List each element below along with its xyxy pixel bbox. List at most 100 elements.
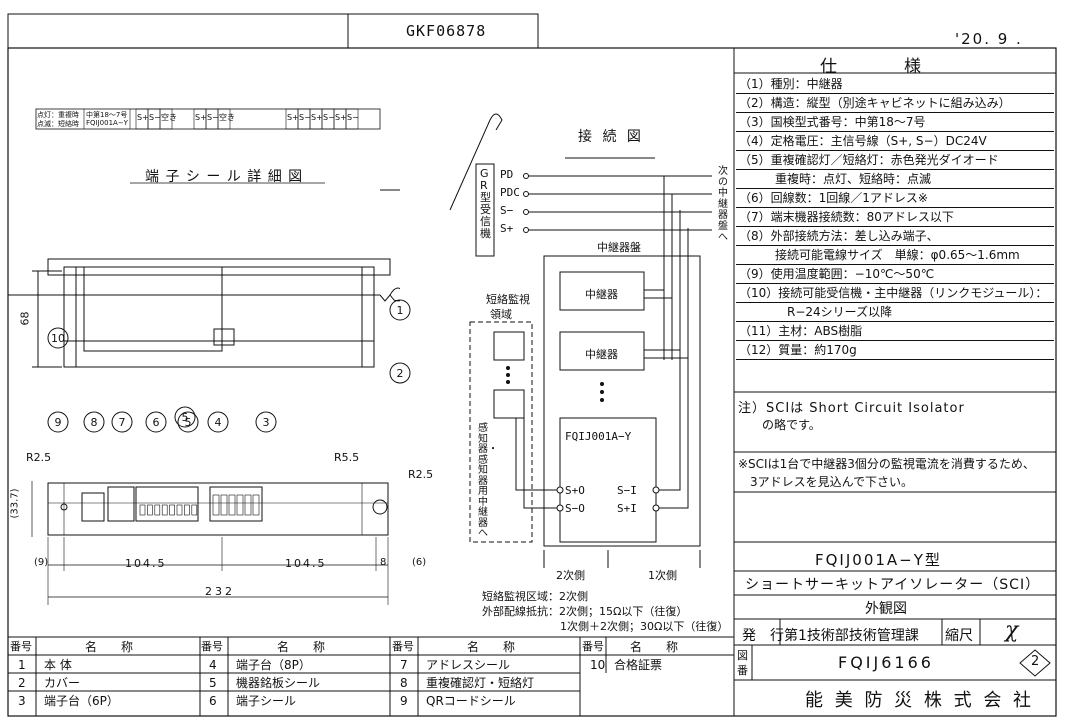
spec-item: （2）構造：縦型（別途キャビネットに組み込み） <box>736 94 1054 113</box>
part-name: 端子台（8P） <box>236 658 311 672</box>
primary-side: 1次側 <box>648 569 677 582</box>
callout-number: 3 <box>263 416 270 429</box>
parts-header-name: 名 称 <box>467 640 516 654</box>
terminal-pin <box>191 504 198 516</box>
revision-mark <box>1019 649 1051 677</box>
callout-number: 10 <box>51 332 65 345</box>
part-name: 端子台（6P） <box>44 694 119 708</box>
part-number: 6 <box>209 694 217 708</box>
sensor-label: 感知器・感知器用中継器へ <box>478 423 498 539</box>
part-number: 4 <box>209 658 217 672</box>
seal-cell <box>217 108 231 130</box>
part-number: 10 <box>590 658 606 672</box>
terminal-pin <box>169 504 175 516</box>
issue-label: 発 行 <box>742 628 784 644</box>
part-name: 重複確認灯・短絡灯 <box>426 676 535 690</box>
wire-terminal <box>523 209 529 215</box>
issue-date: '20. 9 . <box>955 30 1023 48</box>
secondary-side: 2次側 <box>556 569 585 582</box>
callout-number: 8 <box>91 416 98 429</box>
callout-number: 9 <box>55 416 62 429</box>
terminal-pin <box>244 494 252 516</box>
seal-cell-label: S− <box>347 113 359 122</box>
dim-8: 8 <box>380 557 387 568</box>
wire-terminal <box>523 227 529 233</box>
dim-33-7: (33.7) <box>9 488 21 519</box>
dim-68: 68 <box>18 311 32 326</box>
seal-cell <box>159 108 173 130</box>
spec-note-1b: の略です。 <box>738 418 821 432</box>
callout-circle <box>47 327 69 349</box>
terminal-pin <box>154 504 161 516</box>
callout-number: 7 <box>119 416 126 429</box>
spec-item: （12）質量：約170g <box>736 341 1054 360</box>
seal-model: FQIJ001A−Y <box>86 119 128 127</box>
panel-label: 中継器盤 <box>597 241 641 254</box>
callout-number: 1 <box>397 304 404 317</box>
part-number: 3 <box>18 694 26 708</box>
receiver-terminal-label: PD <box>500 168 514 181</box>
drawing-no-label-b: 番 <box>737 664 748 677</box>
zone-label-b: 領域 <box>490 308 512 321</box>
dim-r5-5: R5.5 <box>334 451 360 464</box>
wiring-note-1: 短絡監視区域：2次側 <box>482 590 588 603</box>
relay-2-label: 中継器 <box>585 348 618 361</box>
wiring-note-3: 1次側＋2次側；30Ω以下（往復） <box>560 620 729 633</box>
seal-cell <box>345 108 359 130</box>
receiver-terminal-label: S− <box>500 204 514 217</box>
dim-104-5-b: 104.5 <box>285 557 327 570</box>
dim-6: (6) <box>412 557 427 568</box>
seal-type-no: 中第18～7号 <box>86 111 128 119</box>
spec-item: （7）端末機器接続数：80アドレス以下 <box>736 208 1054 227</box>
callout-circle <box>207 411 229 433</box>
wire-terminal <box>523 173 529 179</box>
part-number: 8 <box>400 676 408 690</box>
terminal-pin <box>161 504 168 516</box>
parts-header-no: 番号 <box>392 640 414 653</box>
spec-item: （9）使用温度範囲：−10℃～50℃ <box>736 265 1054 284</box>
part-name: 本 体 <box>44 658 72 672</box>
terminal-pin <box>139 504 146 516</box>
spec-item: （1）種別：中継器 <box>736 75 1054 94</box>
wiring-title: 接 続 図 <box>578 129 644 145</box>
parts-header-name: 名 称 <box>85 640 134 654</box>
part-name: カバー <box>44 676 81 690</box>
next-panel-label: 次の中継器盤へ <box>718 166 728 243</box>
seal-cell-label: S− <box>149 113 161 122</box>
callout-circle <box>83 411 105 433</box>
dim-9: (9) <box>34 557 49 568</box>
callout-circle <box>145 411 167 433</box>
spec-item: （8）外部接続方法：差し込み端子、 <box>736 227 1054 246</box>
department: 第1技術部技術管理課 <box>784 628 919 644</box>
part-name: 合格証票 <box>614 658 663 672</box>
document-id: GKF06878 <box>406 22 487 40</box>
terminal-pin <box>147 504 153 516</box>
callout-circle <box>47 411 69 433</box>
drawing-no-label-a: 図 <box>737 649 748 662</box>
terminal-pin <box>212 494 220 516</box>
parts-header-no: 番号 <box>201 640 223 653</box>
seal-cell-label: S+ <box>195 113 207 122</box>
parts-header-name: 名 称 <box>630 640 679 654</box>
part-number: 2 <box>18 676 26 690</box>
dim-r2-5-right: R2.5 <box>408 468 434 481</box>
device-label: FQIJ001A−Y <box>565 430 632 443</box>
spec-item: （3）国検型式番号：中第18～7号 <box>736 113 1054 132</box>
scale-value: χ <box>1005 618 1019 643</box>
relay-1-label: 中継器 <box>585 288 618 301</box>
view-name: 外観図 <box>865 601 907 617</box>
wiring-diagram <box>449 113 712 568</box>
dim-232: 232 <box>205 585 235 598</box>
terminal-pin <box>176 504 183 516</box>
seal-cell-label: S+ <box>335 113 347 122</box>
scale-label: 縮尺 <box>945 628 973 644</box>
part-number: 1 <box>18 658 26 672</box>
part-number: 7 <box>400 658 408 672</box>
terminal-s-plus-o: S+O <box>565 484 585 497</box>
zone-label-a: 短絡監視 <box>486 293 530 306</box>
dim-r2-5-left: R2.5 <box>26 451 52 464</box>
seal-cell-label: S− <box>207 113 219 122</box>
seal-cell-label: 空き <box>161 112 177 122</box>
